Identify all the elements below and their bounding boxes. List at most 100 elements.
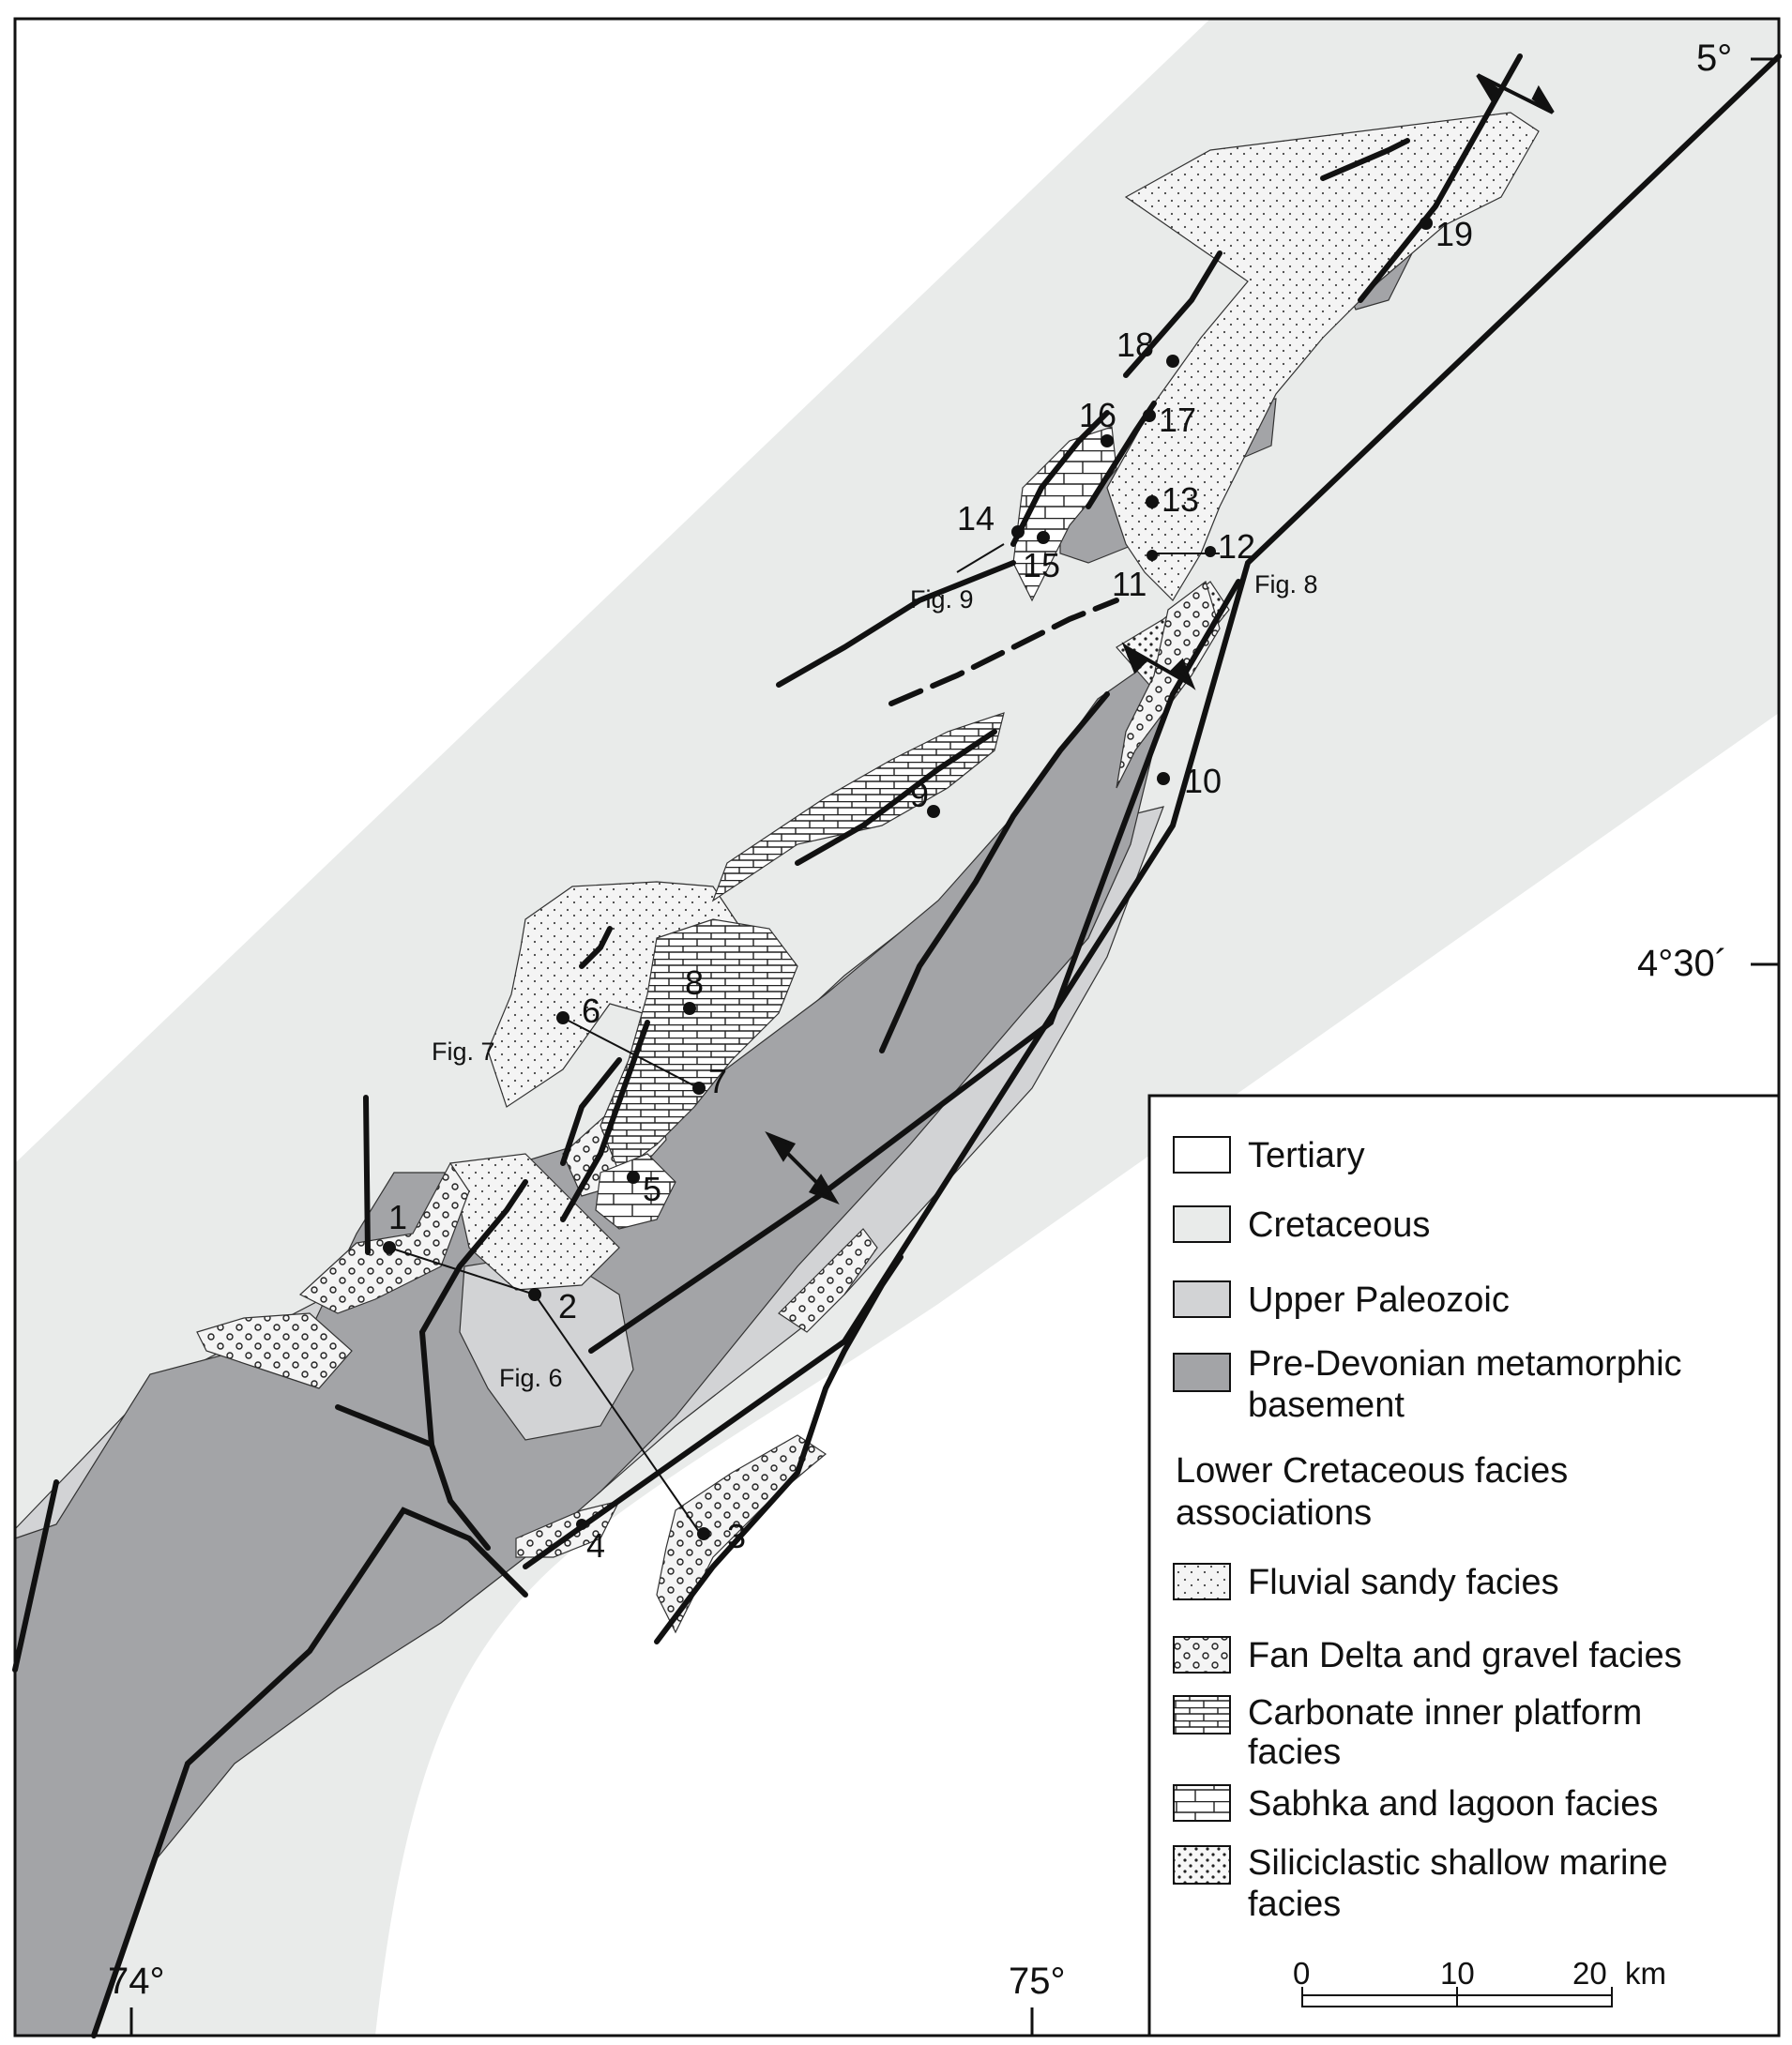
arrow-head xyxy=(1121,642,1148,674)
site-label-5: 5 xyxy=(643,1170,661,1208)
fault-7 xyxy=(560,1057,622,1166)
figure-reference-labels: Fig. 6 Fig. 7 Fig. 8 Fig. 9 xyxy=(432,570,1318,1392)
longitude-label-74: 74° xyxy=(108,1961,165,2002)
figure-ref-fig8: Fig. 8 xyxy=(1254,570,1318,598)
legend-swatch-fandelta xyxy=(1173,1636,1231,1674)
legend-label-tertiary: Tertiary xyxy=(1248,1136,1365,1175)
site-point-6 xyxy=(556,1011,569,1024)
site-label-4: 4 xyxy=(586,1526,605,1565)
scale-tick-20: 20 xyxy=(1572,1956,1607,1991)
site-point-9 xyxy=(927,805,940,818)
legend-label-carbonate-line2: facies xyxy=(1248,1733,1341,1772)
site-points xyxy=(383,217,1433,1540)
fault-8 xyxy=(579,926,613,969)
fault-fan xyxy=(560,1020,650,1222)
legend-swatch-fluvial xyxy=(1173,1563,1231,1600)
site-point-7 xyxy=(692,1082,706,1095)
fault-9-dashed xyxy=(888,598,1119,706)
carbonate-facies-zone-2 xyxy=(600,918,798,1174)
site-point-15 xyxy=(1037,531,1050,544)
section-fig7 xyxy=(562,1017,700,1089)
site-label-15: 15 xyxy=(1023,546,1060,584)
fault-north-3 xyxy=(1010,410,1110,547)
site-label-17: 17 xyxy=(1159,401,1196,439)
arrow-head xyxy=(1531,84,1555,114)
site-point-4 xyxy=(576,1519,587,1530)
fault-north-ridge xyxy=(363,1095,371,1255)
legend-swatch-upper-paleozoic xyxy=(1173,1280,1231,1318)
site-label-11: 11 xyxy=(1112,565,1147,603)
site-label-19: 19 xyxy=(1435,215,1473,253)
arrow-head xyxy=(808,1174,840,1205)
legend-label-fluvial: Fluvial sandy facies xyxy=(1248,1563,1559,1602)
legend-box xyxy=(1147,1094,1781,2037)
site-label-14: 14 xyxy=(957,499,995,538)
site-point-3 xyxy=(697,1527,710,1540)
legend-swatch-carbonate xyxy=(1173,1695,1231,1734)
legend-label-siliciclastic-line2: facies xyxy=(1248,1885,1341,1924)
site-label-2: 2 xyxy=(558,1287,577,1325)
site-label-18: 18 xyxy=(1116,326,1154,364)
site-point-8 xyxy=(683,1002,696,1015)
legend-swatch-cretaceous xyxy=(1173,1205,1231,1243)
fault-main-west xyxy=(91,1507,528,2038)
site-label-6: 6 xyxy=(582,992,600,1030)
scale-bar: 0 10 20 km xyxy=(1293,1956,1666,2007)
site-point-5 xyxy=(627,1171,640,1184)
site-labels: 1 2 3 4 5 6 7 8 9 10 11 12 13 14 15 16 1… xyxy=(388,215,1473,1565)
legend: Tertiary Cretaceous Upper Paleozoic Pre-… xyxy=(1147,1094,1781,2037)
site-point-2 xyxy=(528,1288,541,1301)
figure-ref-fig7: Fig. 7 xyxy=(432,1038,495,1066)
fault-basement-3 xyxy=(879,691,1110,1053)
fandelta-facies-2 xyxy=(196,1312,353,1389)
arrow-head xyxy=(1476,73,1499,103)
latitude-label-5: 5° xyxy=(1696,38,1732,79)
fault-central xyxy=(335,1404,491,1551)
site-label-10: 10 xyxy=(1184,762,1222,800)
site-point-18 xyxy=(1166,355,1179,368)
legend-label-sabhka: Sabhka and lagoon facies xyxy=(1248,1784,1658,1824)
fandelta-facies-zone xyxy=(298,1161,470,1314)
scale-unit: km xyxy=(1625,1956,1666,1991)
section-fig9 xyxy=(956,543,1005,573)
site-label-13: 13 xyxy=(1162,480,1199,519)
legend-label-upper-paleozoic: Upper Paleozoic xyxy=(1248,1280,1510,1320)
scale-tick-10: 10 xyxy=(1440,1956,1475,1991)
legend-facies-heading-line2: associations xyxy=(1176,1493,1372,1533)
fault-west-edge xyxy=(12,1479,59,1673)
site-point-12 xyxy=(1205,546,1216,557)
site-point-19 xyxy=(1420,217,1433,230)
fault-north-1 xyxy=(1123,250,1223,378)
site-point-16 xyxy=(1101,434,1114,447)
fluvial-facies-sw xyxy=(449,1153,620,1291)
fault-9b xyxy=(795,729,997,866)
legend-label-cretaceous: Cretaceous xyxy=(1248,1205,1430,1245)
legend-label-fandelta: Fan Delta and gravel facies xyxy=(1248,1636,1682,1675)
fault-central-2 xyxy=(418,1179,528,1447)
site-label-9: 9 xyxy=(910,776,929,814)
legend-label-basement-line1: Pre-Devonian metamorphic xyxy=(1248,1344,1682,1384)
anticline-axes xyxy=(765,73,1555,1205)
legend-swatch-sabhka xyxy=(1173,1784,1231,1822)
figure-ref-fig6: Fig. 6 xyxy=(499,1364,563,1392)
anticline-axis-north xyxy=(1477,73,1554,114)
site-label-3: 3 xyxy=(727,1517,746,1555)
legend-swatch-siliciclastic xyxy=(1173,1845,1231,1885)
site-point-17 xyxy=(1143,409,1156,422)
fandelta-facies-5 xyxy=(778,1228,878,1333)
fandelta-facies-6 xyxy=(1116,581,1221,789)
sabhka-facies-zone-2 xyxy=(595,1153,676,1230)
latitude-label-430: 4°30´ xyxy=(1637,943,1727,984)
legend-label-basement-line2: basement xyxy=(1248,1386,1405,1425)
coordinate-ticks xyxy=(129,57,1779,2036)
fault-9 xyxy=(776,560,1016,688)
legend-label-carbonate-line1: Carbonate inner platform xyxy=(1248,1693,1642,1733)
fault-19 xyxy=(1358,53,1523,303)
site-label-8: 8 xyxy=(685,963,704,1002)
site-label-16: 16 xyxy=(1079,396,1116,434)
carbonate-facies-zone xyxy=(711,712,1005,902)
site-point-14 xyxy=(1011,525,1025,538)
legend-facies-heading-line1: Lower Cretaceous facies xyxy=(1176,1451,1568,1491)
scale-tick-0: 0 xyxy=(1293,1956,1310,1991)
